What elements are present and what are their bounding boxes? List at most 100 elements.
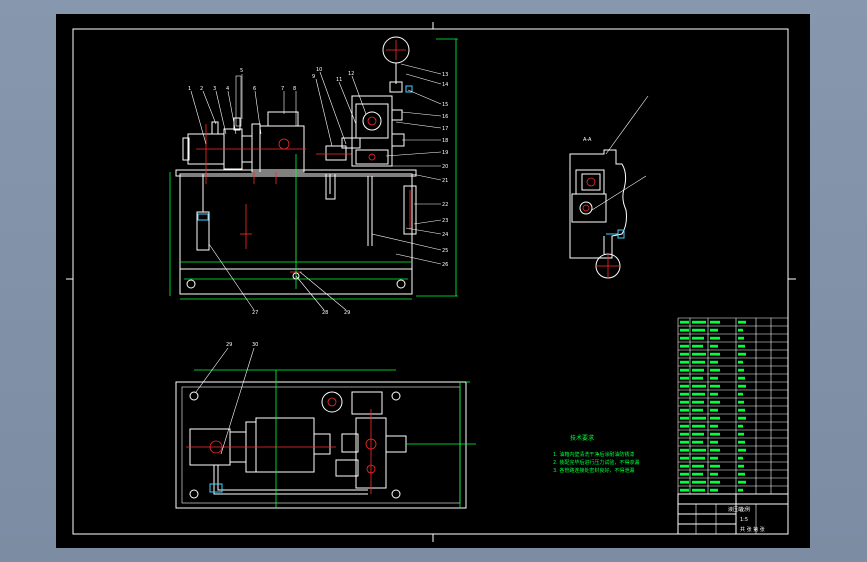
parts-list-entry <box>710 448 720 452</box>
parts-list-entry <box>738 368 744 372</box>
detail-label: A-A <box>583 137 592 143</box>
parts-list-entry <box>710 328 718 332</box>
parts-list-entry <box>692 392 705 396</box>
parts-list-entry <box>692 344 703 348</box>
callout-12: 12 <box>348 71 354 77</box>
callout-7: 7 <box>281 86 284 92</box>
parts-list-entry <box>692 440 703 444</box>
parts-list-entry <box>680 464 689 468</box>
plan-tank-outline <box>175 381 467 509</box>
parts-list-entry <box>710 424 718 428</box>
parts-list-entry <box>692 432 704 436</box>
parts-list-entry <box>680 320 689 324</box>
parts-list-entry <box>692 448 706 452</box>
parts-list-entry <box>738 416 746 420</box>
parts-list-entry <box>692 368 704 372</box>
callout-3: 3 <box>213 86 216 92</box>
parts-list-entry <box>692 488 705 492</box>
callout-2: 2 <box>200 86 203 92</box>
parts-list-entry <box>738 472 745 476</box>
parts-list-entry <box>710 368 720 372</box>
parts-list-entry <box>680 336 689 340</box>
front-view: 1 2 3 4 5 6 7 8 9 10 11 12 13 14 15 16 1… <box>169 36 458 316</box>
parts-list-entry <box>710 392 718 396</box>
drawing-border <box>72 28 789 535</box>
callout-8: 8 <box>293 86 296 92</box>
parts-list-entry <box>738 376 745 380</box>
callout-6: 6 <box>253 86 256 92</box>
parts-list-entry <box>692 416 706 420</box>
valve-stack <box>351 95 393 167</box>
parts-list-entry <box>692 384 706 388</box>
parts-list-entry <box>680 384 689 388</box>
parts-list-entry <box>692 400 704 404</box>
callout-18: 18 <box>442 138 448 144</box>
parts-list-entry <box>738 320 746 324</box>
parts-list-entry <box>710 456 718 460</box>
parts-list-entry <box>738 360 743 364</box>
parts-list-entry <box>692 376 703 380</box>
parts-list-entry <box>710 416 720 420</box>
parts-list-entry <box>710 408 718 412</box>
parts-list-entry <box>680 376 689 380</box>
parts-list-entry <box>680 392 689 396</box>
parts-list-entry <box>680 352 689 356</box>
parts-list-entry <box>680 456 689 460</box>
parts-list-entry <box>680 416 689 420</box>
parts-list-entry <box>710 344 718 348</box>
parts-list-entry <box>710 432 720 436</box>
parts-list-entry <box>680 424 689 428</box>
callout-plan-29: 29 <box>226 342 232 348</box>
callout-17: 17 <box>442 126 448 132</box>
drawing-sheet: 1 2 3 4 5 6 7 8 9 10 11 12 13 14 15 16 1… <box>56 14 810 548</box>
parts-list-entry <box>738 448 746 452</box>
parts-list-entry <box>680 360 689 364</box>
parts-list-entry <box>692 360 705 364</box>
callout-19: 19 <box>442 150 448 156</box>
parts-list-entry <box>710 472 718 476</box>
parts-list-entry <box>710 440 718 444</box>
callout-22: 22 <box>442 202 448 208</box>
parts-list-entry <box>680 472 689 476</box>
parts-list-entry <box>692 320 706 324</box>
callout-11: 11 <box>336 77 342 83</box>
note-3: 3. 各管路连接处密封良好，不得泄漏 <box>553 467 634 474</box>
callout-20: 20 <box>442 164 448 170</box>
technical-notes: 技术要求 1. 油箱内壁清洗干净后涂耐油防锈漆 2. 装配完毕后进行压力试验，不… <box>553 434 639 474</box>
parts-list-entry <box>692 336 704 340</box>
parts-list-entry <box>738 392 743 396</box>
callout-16: 16 <box>442 114 448 120</box>
callout-23: 23 <box>442 218 448 224</box>
callout-4: 4 <box>226 86 229 92</box>
scale-value: 1:5 <box>740 517 748 523</box>
parts-list-entry <box>738 464 744 468</box>
plan-view: 29 30 <box>175 342 476 509</box>
parts-list-entry <box>710 336 720 340</box>
parts-list-entry <box>680 448 689 452</box>
parts-list-entry <box>738 456 743 460</box>
parts-list-entry <box>738 352 746 356</box>
parts-list-entry <box>738 384 746 388</box>
parts-list-entry <box>692 464 704 468</box>
callout-28: 28 <box>322 310 328 316</box>
parts-list-entry <box>692 456 705 460</box>
note-2: 2. 装配完毕后进行压力试验，不得渗漏 <box>553 459 639 466</box>
parts-list-entry <box>680 432 689 436</box>
scale-label: 比例 <box>740 506 750 513</box>
parts-list-entry <box>692 328 705 332</box>
notes-title: 技术要求 <box>570 434 594 442</box>
parts-list-entry <box>680 400 689 404</box>
parts-list-entry <box>738 488 743 492</box>
parts-list-entry <box>738 408 745 412</box>
callout-21: 21 <box>442 178 448 184</box>
parts-list-entry <box>738 480 746 484</box>
parts-list-entry <box>738 400 744 404</box>
callout-29: 29 <box>344 310 350 316</box>
parts-list-entry <box>680 408 689 412</box>
parts-list-entry <box>680 344 689 348</box>
sheet-label: 共 张 第 张 <box>740 526 765 533</box>
parts-list-entry <box>692 424 705 428</box>
parts-list-entry <box>710 488 718 492</box>
callout-25: 25 <box>442 248 448 254</box>
